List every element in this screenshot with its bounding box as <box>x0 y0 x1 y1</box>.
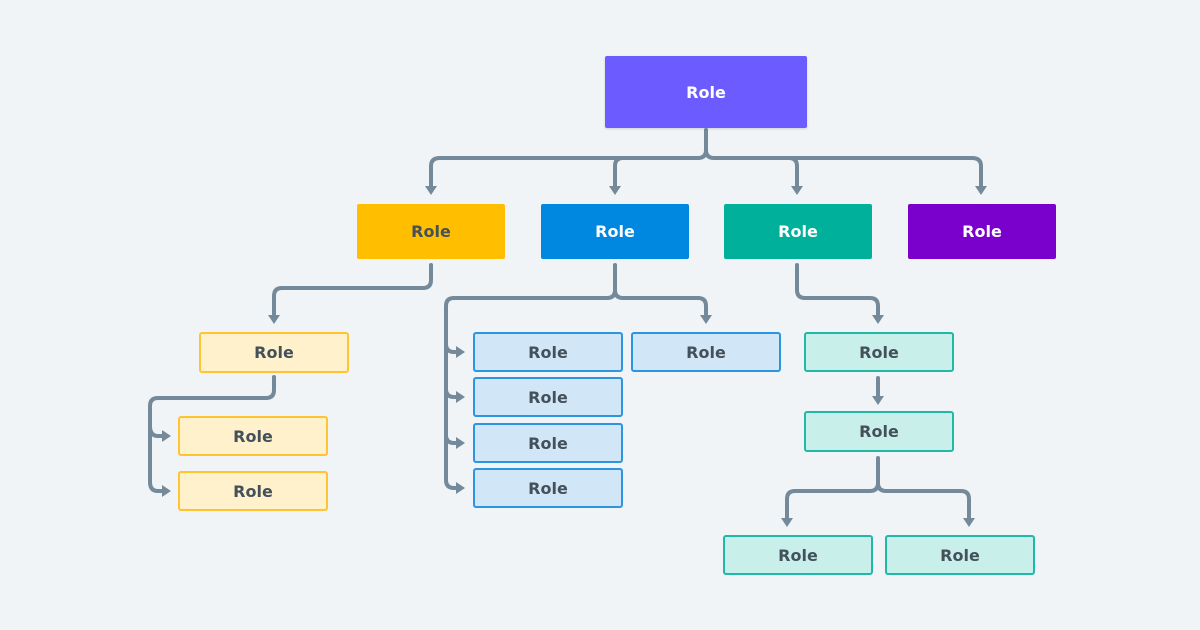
connector-yellow <box>272 263 433 317</box>
role-node-blue-child-2[interactable]: Role <box>473 377 623 417</box>
arrowhead <box>456 391 465 403</box>
connector-teal <box>795 263 880 317</box>
arrowhead <box>781 518 793 527</box>
arrowhead <box>456 346 465 358</box>
role-node-blue[interactable]: Role <box>541 204 689 259</box>
arrowhead <box>975 186 987 195</box>
connector-blue <box>444 263 617 490</box>
role-node-blue-child-4[interactable]: Role <box>473 468 623 508</box>
arrowhead <box>609 186 621 195</box>
connector-root-to-l1 <box>429 128 708 188</box>
connector-blue <box>613 288 708 317</box>
root-role-node[interactable]: Role <box>605 56 807 128</box>
role-node-yellow-sub-1[interactable]: Role <box>178 416 328 456</box>
connector-teal-sub <box>785 456 880 520</box>
connector-blue-sub <box>444 433 458 445</box>
role-node-blue-child-3[interactable]: Role <box>473 423 623 463</box>
arrowhead <box>162 485 171 497</box>
arrowhead <box>872 396 884 405</box>
connector-blue-sub <box>444 342 458 354</box>
role-node-yellow-sub-2[interactable]: Role <box>178 471 328 511</box>
arrowhead <box>162 430 171 442</box>
role-node-teal-child-1[interactable]: Role <box>804 332 954 372</box>
role-node-yellow[interactable]: Role <box>357 204 505 259</box>
arrowhead <box>425 186 437 195</box>
arrowhead <box>268 315 280 324</box>
connector-teal-sub <box>876 481 971 520</box>
arrowhead <box>791 186 803 195</box>
role-node-teal[interactable]: Role <box>724 204 872 259</box>
arrowhead <box>700 315 712 324</box>
role-node-violet[interactable]: Role <box>908 204 1056 259</box>
arrowhead <box>872 315 884 324</box>
arrowhead <box>456 437 465 449</box>
connector-yellow-sub <box>148 424 164 438</box>
connector-root-to-l1 <box>704 148 983 188</box>
connector-root-to-l1 <box>613 156 625 188</box>
role-node-teal-child-2[interactable]: Role <box>804 411 954 452</box>
connector-yellow-sub <box>148 375 276 493</box>
arrowhead <box>963 518 975 527</box>
connector-blue-sub <box>444 387 458 399</box>
role-node-teal-leaf-1[interactable]: Role <box>723 535 873 575</box>
role-node-blue-child-1[interactable]: Role <box>473 332 623 372</box>
arrowhead <box>456 482 465 494</box>
role-node-teal-leaf-2[interactable]: Role <box>885 535 1035 575</box>
connector-root-to-l1 <box>787 156 799 188</box>
role-node-yellow-child[interactable]: Role <box>199 332 349 373</box>
role-node-blue-child-right[interactable]: Role <box>631 332 781 372</box>
